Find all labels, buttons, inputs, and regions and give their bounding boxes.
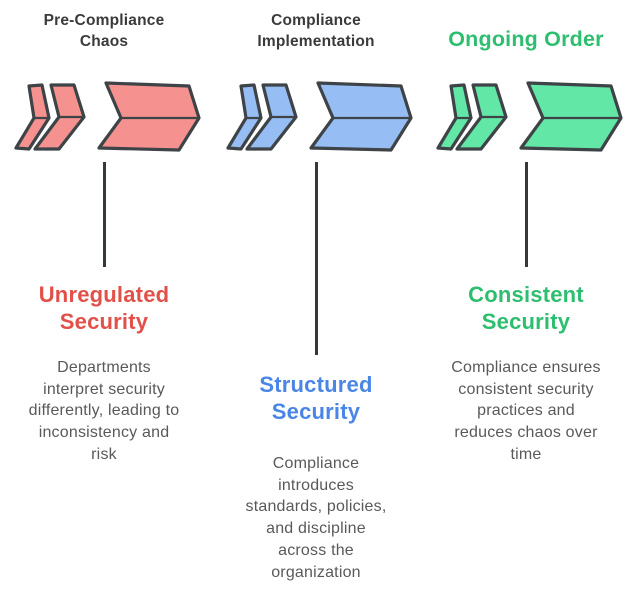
connector-line	[103, 162, 106, 267]
connector-line	[525, 162, 528, 267]
phase-subtitle: Consistent Security	[468, 282, 584, 334]
phase-subtitle: Structured Security	[259, 372, 373, 424]
chevron-arrows-graphic	[14, 81, 201, 152]
chevron-large-arrow	[519, 81, 623, 152]
phase-title: Ongoing Order	[448, 27, 604, 51]
phase-column-implementation: Compliance Implementation Structured Sec…	[216, 0, 416, 603]
chevron-large-arrow	[97, 81, 201, 152]
phase-description: Departments interpret security different…	[28, 359, 180, 463]
phase-column-ongoing-order: Ongoing Order Consistent Security Compli…	[426, 0, 626, 603]
chevron-arrows-graphic	[436, 81, 623, 152]
phase-subtitle: Unregulated Security	[38, 282, 170, 334]
phase-description: Compliance ensures consistent security p…	[451, 359, 601, 463]
phase-column-pre-compliance: Pre-Compliance Chaos Unregulated Securit…	[4, 0, 204, 603]
connector-line	[315, 162, 318, 355]
phase-description: Compliance introduces standards, policie…	[245, 455, 387, 581]
chevron-arrows-graphic	[226, 81, 413, 152]
chevron-large-arrow	[309, 81, 413, 152]
phase-title: Pre-Compliance Chaos	[43, 12, 165, 50]
phase-title: Compliance Implementation	[257, 12, 375, 50]
